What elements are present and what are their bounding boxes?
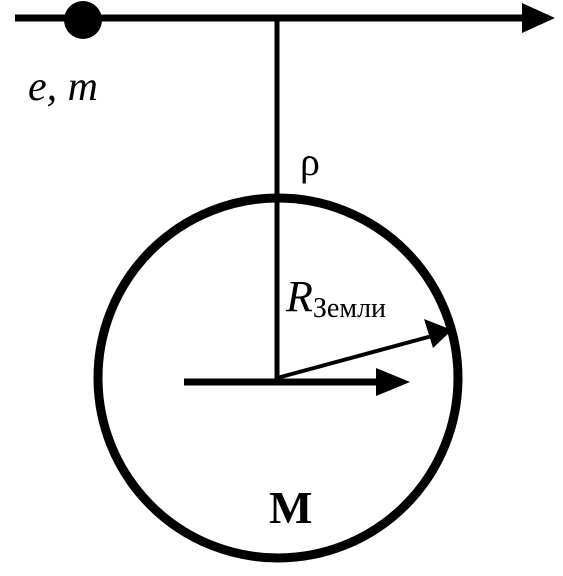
radius-arrowhead (424, 319, 452, 348)
radius-label: RЗемли (286, 272, 386, 323)
particle-dot (64, 1, 102, 39)
center-arrowhead (376, 368, 410, 396)
particle-label: e, m (28, 64, 98, 110)
distance-label: ρ (300, 139, 320, 184)
radius-subscript: Земли (312, 293, 387, 324)
trajectory-arrowhead (522, 3, 555, 33)
radius-symbol: R (286, 272, 313, 321)
mass-label: M (269, 482, 313, 533)
radius-line (276, 334, 433, 380)
